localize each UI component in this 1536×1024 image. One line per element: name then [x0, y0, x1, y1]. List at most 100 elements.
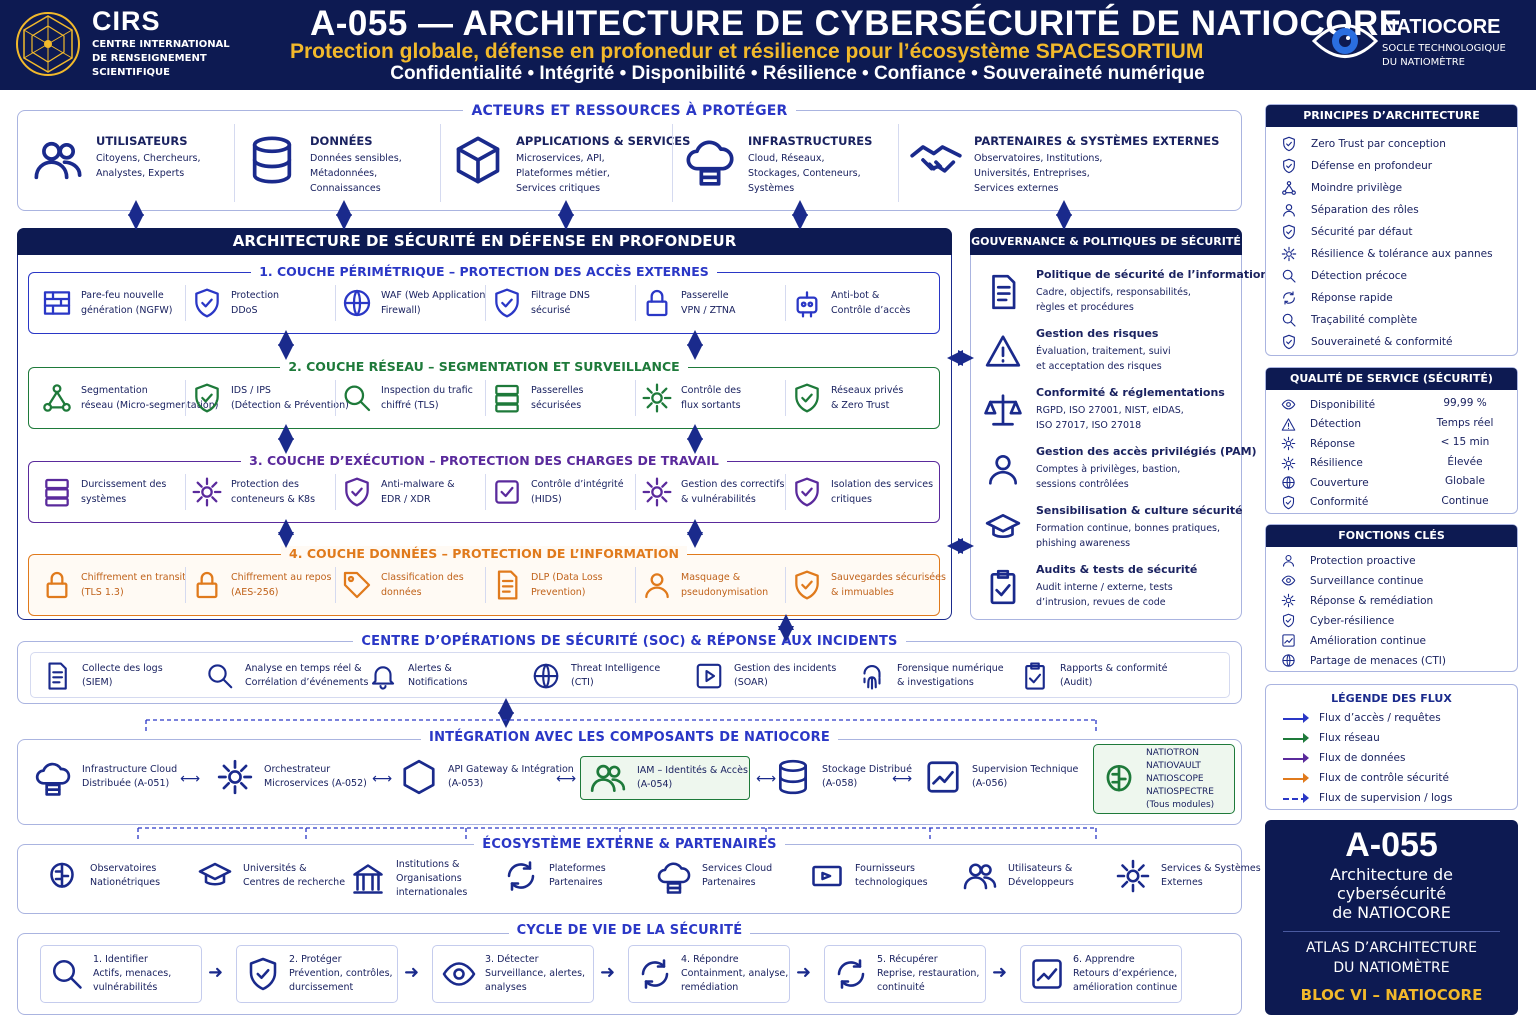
- principle-item: Détection précoce: [1281, 268, 1407, 284]
- principle-item: Résilience & tolérance aux pannes: [1281, 246, 1493, 262]
- actor-desc: Cloud, Réseaux,: [748, 153, 825, 164]
- actor-desc: Microservices, API,: [516, 153, 605, 164]
- doc-icon: [491, 569, 523, 601]
- layer-separator: [635, 285, 636, 321]
- layer-separator: [335, 567, 336, 603]
- qos-row: Conformité: [1281, 495, 1368, 510]
- actor-title: INFRASTRUCTURES: [748, 134, 873, 148]
- actor-desc: Analystes, Experts: [96, 168, 185, 179]
- gear-icon: [1281, 436, 1296, 451]
- shield-icon: [791, 476, 823, 508]
- scales-icon: [984, 386, 1022, 433]
- shield-icon: [791, 382, 823, 414]
- layer-item: IDS / IPS(Détection & Prévention): [191, 382, 349, 414]
- users-icon: [32, 134, 84, 186]
- ecosystem-title: ÉCOSYSTÈME EXTERNE & PARTENAIRES: [17, 837, 1242, 852]
- principle-item: Zero Trust par conception: [1281, 136, 1446, 152]
- chart-icon: [1029, 956, 1065, 992]
- actor-desc: Services externes: [974, 183, 1059, 194]
- layer-separator: [335, 380, 336, 416]
- database-icon: [774, 758, 812, 796]
- actor-separator: [234, 124, 235, 202]
- arrow-right-icon: ➜: [796, 962, 812, 983]
- cloud-icon: [34, 758, 72, 796]
- cycle-icon: [833, 956, 869, 992]
- layer-separator: [485, 285, 486, 321]
- actor-title: APPLICATIONS & SERVICES: [516, 134, 691, 148]
- layer-item: Anti-bot &Contrôle d’accès: [791, 287, 910, 319]
- handshake-icon: [910, 134, 962, 186]
- shield-icon: [1281, 334, 1297, 350]
- shield-icon: [491, 287, 523, 319]
- doc-icon: [42, 661, 72, 691]
- eye-icon: [1281, 573, 1296, 588]
- legend-arrowhead: [1303, 773, 1309, 783]
- user-lock-icon: [984, 445, 1022, 492]
- defense-layer-1: 1. COUCHE PÉRIMÉTRIQUE – PROTECTION DES …: [28, 264, 940, 334]
- soc-inner: [30, 652, 1230, 698]
- chart-icon: [1281, 633, 1296, 648]
- brain-icon: [1100, 760, 1138, 798]
- warn-icon: [1281, 417, 1296, 432]
- shield-icon: [791, 569, 823, 601]
- legend-arrowhead: [1303, 793, 1309, 803]
- qos-row: Résilience: [1281, 456, 1363, 471]
- shield-icon: [1281, 136, 1297, 152]
- layer-item: Chiffrement en transit(TLS 1.3): [41, 569, 186, 601]
- search-icon: [1281, 312, 1297, 328]
- legend-box: LÉGENDE DES FLUX: [1265, 684, 1518, 810]
- arrow-right-icon: ➜: [600, 962, 616, 983]
- globe-icon: [1281, 653, 1296, 668]
- principle-item: Sécurité par défaut: [1281, 224, 1412, 240]
- brand-name: NATIOCORE: [1382, 16, 1501, 38]
- legend-arrowhead: [1303, 753, 1309, 763]
- actor-desc: Observatoires, Institutions,: [974, 153, 1103, 164]
- shield-icon: [191, 287, 223, 319]
- lifecycle-title: CYCLE DE VIE DE LA SÉCURITÉ: [17, 923, 1242, 938]
- functions-box: FONCTIONS CLÉS: [1265, 524, 1518, 672]
- actor-separator: [672, 124, 673, 202]
- function-item: Amélioration continue: [1281, 633, 1426, 648]
- layer-title: 3. COUCHE D’EXÉCUTION – PROTECTION DES C…: [29, 453, 939, 468]
- database-icon: [246, 134, 298, 186]
- legend-swatch: [1283, 798, 1307, 800]
- layer-item: Anti-malware &EDR / XDR: [341, 476, 455, 508]
- play-icon: [694, 661, 724, 691]
- actor-desc: Connaissances: [310, 183, 381, 194]
- tag-icon: [341, 569, 373, 601]
- soc-panel: [17, 641, 1242, 704]
- legend-arrowhead: [1303, 713, 1309, 723]
- principle-item: Traçabilité complète: [1281, 312, 1417, 328]
- legend-arrowhead: [1303, 733, 1309, 743]
- network-icon: [41, 382, 73, 414]
- arrow-right-icon: ➜: [404, 962, 420, 983]
- principle-item: Moindre privilège: [1281, 180, 1402, 196]
- actor-desc: Universités, Entreprises,: [974, 168, 1090, 179]
- user-icon: [1281, 553, 1296, 568]
- legend-label: Flux réseau: [1319, 732, 1380, 744]
- legend-title: LÉGENDE DES FLUX: [1331, 692, 1452, 705]
- layer-item: Sauvegardes sécurisées& immuables: [791, 569, 946, 601]
- soc-item: Alertes &Notifications: [368, 661, 467, 691]
- cirs-logo-icon: [14, 10, 82, 78]
